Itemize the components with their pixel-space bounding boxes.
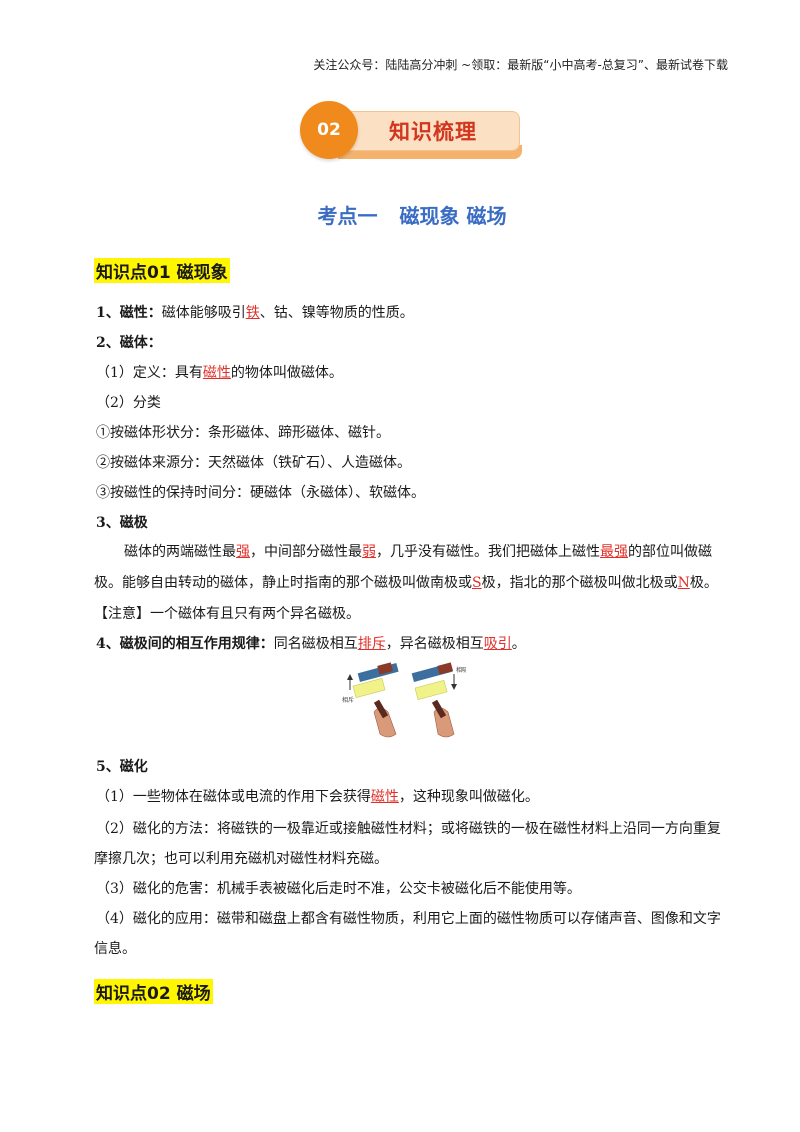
p1-text: 、钴、镍等物质的性质。	[259, 305, 414, 321]
p5-item-2: （2）磁化的方法：将磁铁的一极靠近或接触磁性材料；或将磁铁的一极在磁性材料上沿同…	[96, 821, 721, 837]
badge-number: 02	[300, 101, 358, 159]
answer-fill: N	[677, 575, 690, 591]
answer-fill: 吸引	[483, 636, 512, 652]
badge-title: 知识梳理	[336, 111, 520, 151]
p3-paragraph-cont: 极。能够自由转动的磁体，静止时指南的那个磁极叫做南极或S极，指北的那个磁极叫做北…	[94, 573, 718, 593]
repel-illustration: 相斥	[342, 662, 399, 738]
answer-fill: 弱	[362, 544, 376, 560]
p3-note: 【注意】一个磁体有且只有两个异名磁极。	[94, 606, 360, 622]
p2-classification-item: ③按磁性的保持时间分：硬磁体（永磁体）、软磁体。	[96, 485, 425, 501]
p3-text: 的部位叫做磁	[628, 544, 712, 560]
topic-prefix: 考点一	[317, 204, 378, 228]
p5-item-1: （1）一些物体在磁体或电流的作用下会获得磁性，这种现象叫做磁化。	[96, 787, 539, 807]
p3-text: 磁体的两端磁性最	[124, 544, 236, 560]
figure-label-repel: 相斥	[342, 696, 354, 704]
p2-def-text: 的物体叫做磁体。	[230, 365, 343, 381]
topic-name: 磁现象 磁场	[399, 204, 507, 228]
p5-item-4: （4）磁化的应用：磁带和磁盘上都含有磁性物质，利用它上面的磁性物质可以存储声音、…	[96, 911, 721, 927]
figure-label-attract: 相吸	[456, 666, 466, 674]
p5-text: （1）一些物体在磁体或电流的作用下会获得	[96, 789, 371, 805]
p2-def-text: （1）定义：具有	[96, 365, 203, 381]
p5-item-3: （3）磁化的危害：机械手表被磁化后走时不准，公交卡被磁化后不能使用等。	[96, 881, 581, 897]
p3-paragraph: 磁体的两端磁性最强，中间部分磁性最弱，几乎没有磁性。我们把磁体上磁性最强的部位叫…	[96, 537, 716, 568]
kp2-heading: 知识点02 磁场	[94, 979, 213, 1004]
p4-text: 。	[511, 636, 526, 652]
kp1-heading: 知识点01 磁现象	[94, 258, 230, 283]
attract-illustration: 相吸	[411, 662, 466, 738]
p5-label: 5、磁化	[96, 759, 148, 775]
p2-label: 2、磁体：	[96, 335, 162, 351]
section-badge: 知识梳理 02	[300, 101, 522, 159]
p1-label: 1、磁性：	[96, 305, 162, 321]
answer-fill: 强	[236, 544, 250, 560]
answer-fill: 铁	[245, 305, 260, 321]
answer-fill: 排斥	[357, 636, 386, 652]
p3-text: 极，指北的那个磁极叫做北极或	[481, 575, 678, 591]
p1-text: 磁体能够吸引	[161, 305, 246, 321]
p3-text: 极。能够自由转动的磁体，静止时指南的那个磁极叫做南极或	[94, 575, 472, 591]
p2-classification-title: （2）分类	[96, 395, 161, 411]
p4-text: ，异名磁极相互	[385, 636, 484, 652]
p3-text: 极。	[689, 575, 718, 591]
kp1-p4: 4、磁极间的相互作用规律：同名磁极相互排斥，异名磁极相互吸引。	[96, 634, 526, 654]
p2-definition: （1）定义：具有磁性的物体叫做磁体。	[96, 363, 343, 383]
p5-item-2-cont: 摩擦几次；也可以利用充磁机对磁性材料充磁。	[94, 851, 388, 867]
p5-text: ，这种现象叫做磁化。	[398, 789, 539, 805]
p3-label: 3、磁极	[96, 515, 148, 531]
p4-text: 同名磁极相互	[273, 636, 358, 652]
answer-fill: S	[472, 575, 482, 591]
p4-label: 4、磁极间的相互作用规律：	[96, 636, 274, 652]
header-promo-note: 关注公众号：陆陆高分冲刺 ~领取：最新版“小中高考-总复习”、最新试卷下载	[313, 58, 728, 72]
p2-classification-item: ①按磁体形状分：条形磁体、蹄形磁体、磁针。	[96, 425, 390, 441]
answer-fill: 磁性	[370, 789, 399, 805]
answer-fill: 磁性	[202, 365, 231, 381]
p3-text: ，中间部分磁性最	[250, 544, 362, 560]
magnet-interaction-figure: 相斥 相吸	[342, 662, 466, 738]
kp1-p1: 1、磁性：磁体能够吸引铁、钴、镍等物质的性质。	[96, 303, 414, 323]
p2-classification-item: ②按磁体来源分：天然磁体（铁矿石）、人造磁体。	[96, 455, 411, 471]
answer-fill: 最强	[600, 544, 628, 560]
topic-title: 考点一磁现象 磁场	[0, 200, 800, 229]
p5-item-4-cont: 信息。	[94, 941, 136, 957]
p3-text: ，几乎没有磁性。我们把磁体上磁性	[376, 544, 600, 560]
